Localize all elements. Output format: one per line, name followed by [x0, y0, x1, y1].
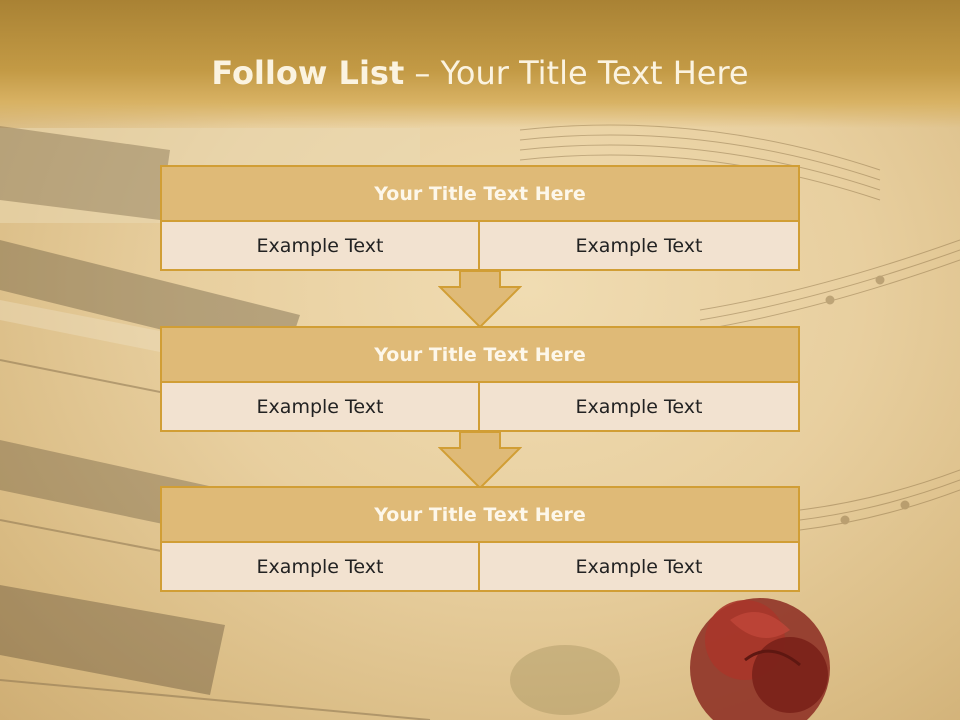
- block-cell-right: Example Text: [480, 383, 800, 432]
- list-block-2: Your Title Text Here Example Text Exampl…: [160, 326, 800, 432]
- block-cell-left: Example Text: [160, 383, 480, 432]
- page-title-main: Follow List: [211, 54, 405, 92]
- block-cell-right: Example Text: [480, 222, 800, 271]
- rose-image: [510, 598, 830, 720]
- block-title: Your Title Text Here: [160, 326, 800, 383]
- block-cell-left: Example Text: [160, 222, 480, 271]
- page-title: Follow List – Your Title Text Here: [0, 54, 960, 92]
- block-title: Your Title Text Here: [160, 486, 800, 543]
- down-arrow-icon: [438, 432, 522, 490]
- list-block-1: Your Title Text Here Example Text Exampl…: [160, 165, 800, 271]
- block-title: Your Title Text Here: [160, 165, 800, 222]
- page-title-sub: – Your Title Text Here: [404, 54, 749, 92]
- list-block-3: Your Title Text Here Example Text Exampl…: [160, 486, 800, 592]
- block-cell-right: Example Text: [480, 543, 800, 592]
- down-arrow-icon: [438, 271, 522, 329]
- sheet-music-image: [519, 124, 960, 531]
- block-cell-left: Example Text: [160, 543, 480, 592]
- title-bar: [0, 0, 960, 128]
